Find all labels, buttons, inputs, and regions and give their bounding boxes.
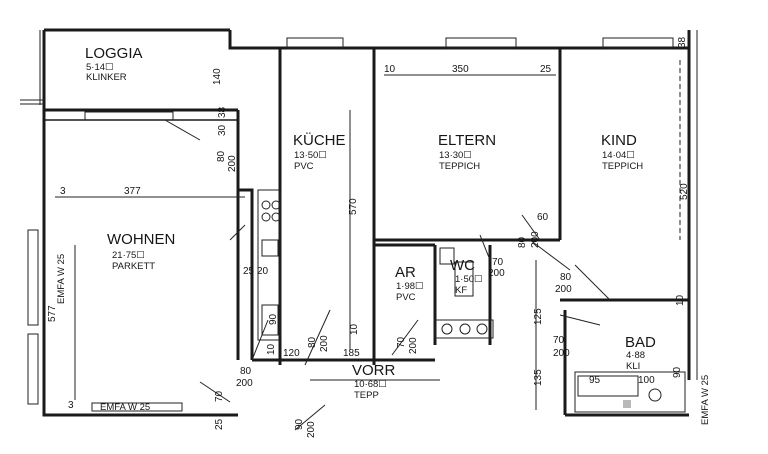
dim-label: 10 xyxy=(384,64,396,75)
room-area: 13·50☐ xyxy=(294,150,327,161)
dim-label: 90 xyxy=(268,313,279,325)
room-floor: TEPPICH xyxy=(439,161,480,172)
dim-label: 377 xyxy=(124,186,141,197)
window-spec-labels: EMFA W 25 EMFA W 25 EMFA W 25 xyxy=(56,254,711,425)
dim-label: 10 xyxy=(266,343,277,355)
dim-label: 80 xyxy=(560,272,572,283)
dim-label: 70 xyxy=(553,335,565,346)
room-area: 1·50☐ xyxy=(455,274,483,285)
dim-label: 135 xyxy=(533,369,544,386)
room-area: 21·75☐ xyxy=(112,250,145,261)
dim-label: 95 xyxy=(589,375,601,386)
room-name: LOGGIA xyxy=(85,45,143,62)
room-floor: KLI xyxy=(626,361,640,372)
room-area: 5·14☐ xyxy=(86,62,114,73)
room-area: 13·30☐ xyxy=(439,150,472,161)
room-name: VORR xyxy=(352,362,396,379)
dim-label: 200 xyxy=(319,335,330,352)
dim-label: 200 xyxy=(236,378,253,389)
room-wohnen: WOHNEN 21·75☐ PARKETT xyxy=(107,231,175,272)
dim-label: 70 xyxy=(214,390,225,402)
room-eltern: ELTERN 13·30☐ TEPPICH xyxy=(438,132,496,172)
room-name: ELTERN xyxy=(438,132,496,149)
dim-label: 20 xyxy=(257,266,269,277)
room-loggia: LOGGIA 5·14☐ KLINKER xyxy=(85,45,143,83)
dim-label: 70 xyxy=(396,336,407,348)
dim-label: 80 xyxy=(240,366,252,377)
room-area: 1·98☐ xyxy=(396,281,424,292)
room-floor: PVC xyxy=(294,161,314,172)
dim-label: 3 xyxy=(68,400,74,411)
dim-label: 10 xyxy=(349,323,360,335)
dim-label: 30 xyxy=(217,124,228,136)
dim-label: 25 xyxy=(214,418,225,430)
dim-label: 60 xyxy=(537,212,549,223)
room-floor: TEPP xyxy=(354,390,379,401)
room-bad: BAD 4·88 KLI xyxy=(625,334,656,372)
dim-label: 200 xyxy=(553,348,570,359)
fixtures xyxy=(257,189,686,413)
dim-label: 70 xyxy=(492,257,504,268)
room-area: 4·88 xyxy=(626,350,645,361)
dim-label: 10 xyxy=(675,294,686,306)
dim-label: 200 xyxy=(306,421,317,438)
room-name: BAD xyxy=(625,334,656,351)
dim-label: 200 xyxy=(530,231,541,248)
room-floor: PARKETT xyxy=(112,261,155,272)
dim-label: 80 xyxy=(517,236,528,248)
room-kueche: KÜCHE 13·50☐ PVC xyxy=(293,131,346,172)
room-floor: KF xyxy=(455,285,467,296)
dim-label: 520 xyxy=(679,183,690,200)
dim-label: 120 xyxy=(283,348,300,359)
room-wc: WC 1·50☐ KF xyxy=(450,257,483,296)
dim-label: 350 xyxy=(452,64,469,75)
dim-label: 185 xyxy=(343,348,360,359)
dimension-labels: 140 38 30 80 200 10 350 25 38 3 377 570 … xyxy=(47,36,690,438)
room-ar: AR 1·98☐ PVC xyxy=(395,264,424,303)
room-name: WOHNEN xyxy=(107,231,175,248)
dim-label: 200 xyxy=(555,284,572,295)
dim-label: 38 xyxy=(217,106,228,118)
dim-label: 3 xyxy=(60,186,66,197)
dim-label: 140 xyxy=(212,68,223,85)
room-floor: PVC xyxy=(396,292,416,303)
room-name: AR xyxy=(395,264,416,281)
room-vorr: VORR 10·68☐ TEPP xyxy=(352,362,396,401)
dim-label: 200 xyxy=(488,268,505,279)
outer-walls xyxy=(20,28,698,417)
dim-label: 80 xyxy=(216,150,227,162)
dim-label: 90 xyxy=(294,418,305,430)
dim-label: 577 xyxy=(47,305,58,322)
dim-label: 38 xyxy=(677,36,688,48)
room-area: 14·04☐ xyxy=(602,150,635,161)
dim-label: 570 xyxy=(348,198,359,215)
dim-label: 80 xyxy=(307,336,318,348)
dim-label: 90 xyxy=(672,366,683,378)
dim-label: 25 xyxy=(540,64,552,75)
room-name: WC xyxy=(450,257,475,274)
room-area: 10·68☐ xyxy=(354,379,387,390)
window-label: EMFA W 25 xyxy=(100,402,150,413)
room-floor: TEPPICH xyxy=(602,161,643,172)
dim-label: 25 xyxy=(243,266,255,277)
dim-label: 100 xyxy=(638,375,655,386)
dimension-lines xyxy=(55,60,681,410)
room-kind: KIND 14·04☐ TEPPICH xyxy=(601,132,643,172)
dim-label: 125 xyxy=(533,308,544,325)
window-label: EMFA W 25 xyxy=(700,375,711,425)
room-name: KIND xyxy=(601,132,637,149)
room-name: KÜCHE xyxy=(293,131,346,149)
dim-label: 200 xyxy=(227,155,238,172)
dim-label: 200 xyxy=(408,337,419,354)
room-floor: KLINKER xyxy=(86,72,127,83)
window-label: EMFA W 25 xyxy=(56,254,67,304)
